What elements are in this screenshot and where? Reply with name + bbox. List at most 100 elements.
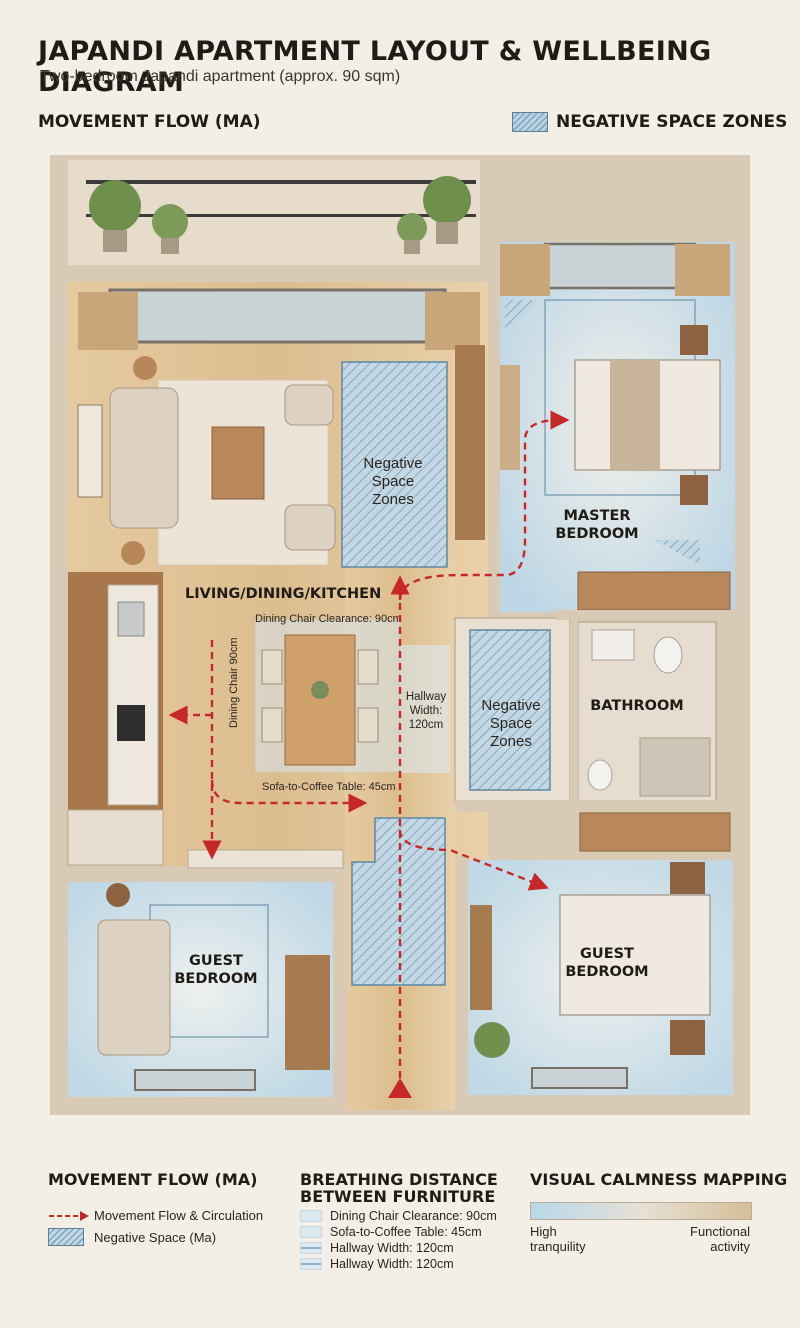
master-curtain-left (500, 244, 550, 296)
armchair-top (284, 384, 334, 426)
wall-art (77, 404, 103, 498)
legend-breathing-title-2: BETWEEN FURNITURE (300, 1187, 496, 1206)
negative-space-zone-closet (469, 629, 551, 791)
guest-left-side-table (106, 883, 130, 907)
living-window (108, 288, 447, 344)
guest-left-daybed (97, 919, 171, 1056)
wall-living-guest (62, 866, 347, 882)
clearance-swatch-icon (300, 1226, 322, 1238)
toilet-2-icon (587, 759, 613, 791)
list-item: Hallway Width: 120cm (300, 1256, 497, 1272)
neg2-line3: Zones (490, 733, 532, 750)
coffee-table (211, 426, 265, 500)
legend-flow-item: Movement Flow & Circulation (48, 1208, 263, 1223)
curtain-left (78, 292, 138, 350)
list-item: Sofa-to-Coffee Table: 45cm (300, 1224, 497, 1240)
calm-left-label: High tranquility (530, 1224, 586, 1254)
negative-space-zone-living (341, 361, 448, 568)
legend-neg-item: Negative Space (Ma) (48, 1228, 216, 1246)
living-dining-kitchen-label: LIVING/DINING/KITCHEN (185, 586, 381, 602)
master-window (543, 242, 697, 290)
negative-space-zone-corridor (351, 817, 446, 986)
guest-right-bed (559, 894, 711, 1016)
guest-left-line1: GUEST (189, 953, 243, 969)
sofa (109, 387, 179, 529)
neg1-line2: Space (372, 473, 415, 490)
page-subtitle: Two-bedroom Japandi apartment (approx. 9… (40, 68, 401, 85)
sofa-table-label: Sofa-to-Coffee Table: 45cm (262, 781, 396, 793)
neg2-line2: Space (490, 715, 533, 732)
master-dresser (577, 571, 731, 611)
guest-right-tv (470, 905, 492, 1010)
negative-space-swatch-icon (512, 112, 548, 132)
tv-cabinet (455, 345, 485, 540)
negative-space-heading: NEGATIVE SPACE ZONES (556, 112, 788, 132)
balcony-plants-icon (89, 176, 471, 254)
side-table-bottom (121, 541, 145, 565)
guest-right-nightstand-top (670, 862, 705, 894)
bath-sink-icon (591, 629, 635, 661)
movement-flow-heading: MOVEMENT FLOW (MA) (38, 112, 261, 132)
master-negative-corner (655, 540, 700, 565)
legend-flow-text: Movement Flow & Circulation (94, 1208, 264, 1223)
kitchen-fridge (67, 809, 164, 866)
hallway-swatch-icon (300, 1242, 322, 1254)
floor-plan: Negative Space Zones LIVING/DINING/KITCH… (50, 155, 750, 1115)
hatch-swatch-icon (48, 1228, 84, 1246)
interior-walls (333, 232, 735, 1115)
hallway-width-zone (400, 645, 450, 773)
master-line1: MASTER (563, 508, 630, 524)
legend-breathing-list: Dining Chair Clearance: 90cm Sofa-to-Cof… (300, 1208, 497, 1272)
side-table-top (133, 356, 157, 380)
list-item: Dining Chair Clearance: 90cm (300, 1208, 497, 1224)
master-negative-corner-top (505, 300, 540, 330)
dining-clearance-label: Dining Chair Clearance: 90cm (255, 613, 402, 625)
calm-right-label: Functional activity (690, 1224, 750, 1254)
bathroom-label: BATHROOM (590, 698, 683, 714)
guest-right-nightstand-bottom (670, 1020, 705, 1055)
list-item: Hallway Width: 120cm (300, 1240, 497, 1256)
master-bed-throw (610, 360, 660, 470)
guest-right-dresser (579, 812, 731, 852)
dining-chairs (261, 649, 379, 743)
hallway-line2: Width: (410, 705, 443, 717)
guest-right-window (531, 1067, 628, 1089)
balcony-railing (86, 180, 476, 217)
guest-right-line2: BEDROOM (565, 964, 648, 980)
guest-left-window (134, 1069, 256, 1091)
console-shelf (187, 849, 344, 869)
hallway-line3: 120cm (409, 719, 444, 731)
dining-table (284, 634, 356, 766)
dashed-arrow-icon (49, 1210, 89, 1221)
master-curtain-right (675, 244, 730, 296)
hallway-swatch-icon (300, 1258, 322, 1270)
dining-side-label: Dining Chair 90cm (228, 638, 240, 728)
toilet-icon (653, 636, 683, 674)
table-plant-icon (311, 681, 329, 699)
clearance-swatch-icon (300, 1210, 322, 1222)
guest-left-wardrobe (285, 955, 330, 1070)
guest-left-line2: BEDROOM (174, 971, 257, 987)
master-nightstand-bottom (680, 475, 708, 505)
master-line2: BEDROOM (555, 526, 638, 542)
guest-right-line1: GUEST (580, 946, 634, 962)
legend-flow-title: MOVEMENT FLOW (MA) (48, 1170, 258, 1189)
guest-right-plant-icon (474, 1022, 510, 1058)
page-title: JAPANDI APARTMENT LAYOUT & WELLBEING DIA… (38, 36, 712, 98)
master-nightstand-top (680, 325, 708, 355)
shower-icon (639, 737, 711, 797)
master-wardrobe-panel (500, 365, 520, 470)
calmness-gradient-bar (530, 1202, 752, 1220)
legend-calm-title: VISUAL CALMNESS MAPPING (530, 1170, 788, 1189)
neg2-line1: Negative (481, 697, 540, 714)
neg1-line1: Negative (363, 455, 422, 472)
sink-icon (117, 601, 145, 637)
hallway-line1: Hallway (406, 691, 447, 703)
neg1-line3: Zones (372, 491, 414, 508)
entry-arrow-icon (388, 1078, 412, 1098)
legend-breathing-title-1: BREATHING DISTANCE (300, 1170, 498, 1189)
legend-neg-text: Negative Space (Ma) (94, 1229, 217, 1245)
armchair-bottom (284, 504, 336, 551)
curtain-right (425, 292, 480, 350)
movement-flow-arrows (168, 410, 570, 1090)
